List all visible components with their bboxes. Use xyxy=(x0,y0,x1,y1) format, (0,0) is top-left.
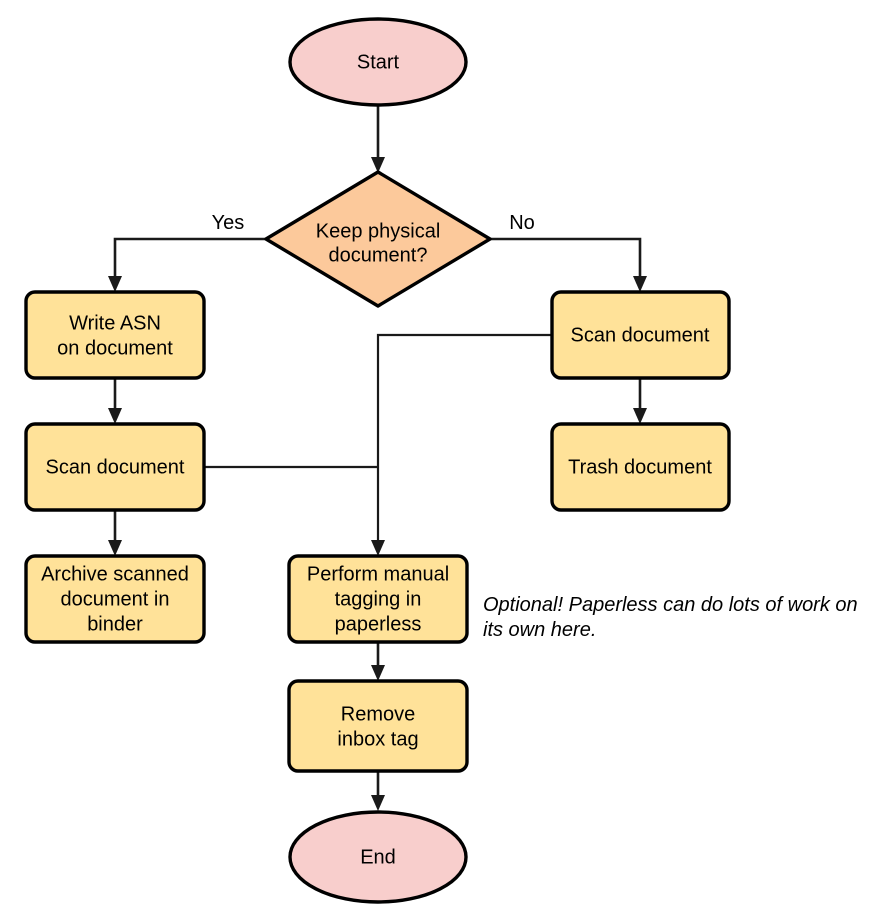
annotation-optional-note: Optional! Paperless can do lots of work … xyxy=(483,594,858,641)
edge-scanright-to-trash xyxy=(633,378,647,424)
node-scan-document-right[interactable]: Scan document xyxy=(550,290,731,380)
annotation-line1: Optional! Paperless can do lots of work … xyxy=(483,594,858,616)
edge-writeasn-to-scanleft xyxy=(108,378,122,424)
decision-diamond xyxy=(264,170,492,308)
start-ellipse xyxy=(288,17,468,107)
decision-label-line2: document? xyxy=(329,244,428,266)
node-scan-document-left[interactable]: Scan document xyxy=(24,422,206,512)
archive-label-line2: document in xyxy=(61,588,170,610)
start-label: Start xyxy=(357,51,400,73)
trash-document-label: Trash document xyxy=(568,456,712,478)
scan-document-right-label: Scan document xyxy=(571,324,710,346)
archive-label-line3: binder xyxy=(87,613,143,635)
node-remove-inbox-tag[interactable]: Remove inbox tag xyxy=(287,679,469,773)
scan-document-left-label: Scan document xyxy=(46,456,185,478)
node-start[interactable]: Start xyxy=(288,17,468,107)
write-asn-box xyxy=(24,290,206,380)
edge-start-to-decision xyxy=(371,103,385,173)
node-end[interactable]: End xyxy=(288,810,468,904)
node-perform-manual-tagging[interactable]: Perform manual tagging in paperless xyxy=(287,554,469,644)
archive-label-line1: Archive scanned xyxy=(41,563,189,585)
edge-label-yes: Yes xyxy=(212,212,245,234)
remove-inbox-label-line1: Remove xyxy=(341,703,415,725)
node-archive-scanned-document[interactable]: Archive scanned document in binder xyxy=(24,554,206,644)
end-label: End xyxy=(360,846,396,868)
edge-removeinbox-to-end xyxy=(371,771,385,811)
edge-decision-no xyxy=(490,237,647,292)
decision-label-line1: Keep physical xyxy=(316,220,441,242)
edge-label-no: No xyxy=(509,212,535,234)
archive-box xyxy=(24,554,206,644)
write-asn-label-line2: on document xyxy=(57,337,173,359)
annotation-line2: its own here. xyxy=(483,619,596,641)
edge-decision-yes xyxy=(108,237,265,292)
scan-document-left-box xyxy=(24,422,206,512)
end-ellipse xyxy=(288,810,468,904)
trash-document-box xyxy=(550,422,731,512)
edge-tagging-to-removeinbox xyxy=(371,641,385,681)
node-decision-keep-physical-document[interactable]: Keep physical document? xyxy=(264,170,492,308)
remove-inbox-box xyxy=(287,679,469,773)
scan-document-right-box xyxy=(550,290,731,380)
tagging-label-line1: Perform manual xyxy=(307,563,449,585)
write-asn-label-line1: Write ASN xyxy=(69,312,161,334)
tagging-label-line3: paperless xyxy=(335,613,422,635)
remove-inbox-label-line2: inbox tag xyxy=(337,728,418,750)
edge-scanleft-to-archive xyxy=(108,510,122,556)
tagging-box xyxy=(287,554,469,644)
tagging-label-line2: tagging in xyxy=(335,588,422,610)
node-write-asn-on-document[interactable]: Write ASN on document xyxy=(24,290,206,380)
edge-scanright-to-tagging xyxy=(371,333,552,556)
node-trash-document[interactable]: Trash document xyxy=(550,422,731,512)
